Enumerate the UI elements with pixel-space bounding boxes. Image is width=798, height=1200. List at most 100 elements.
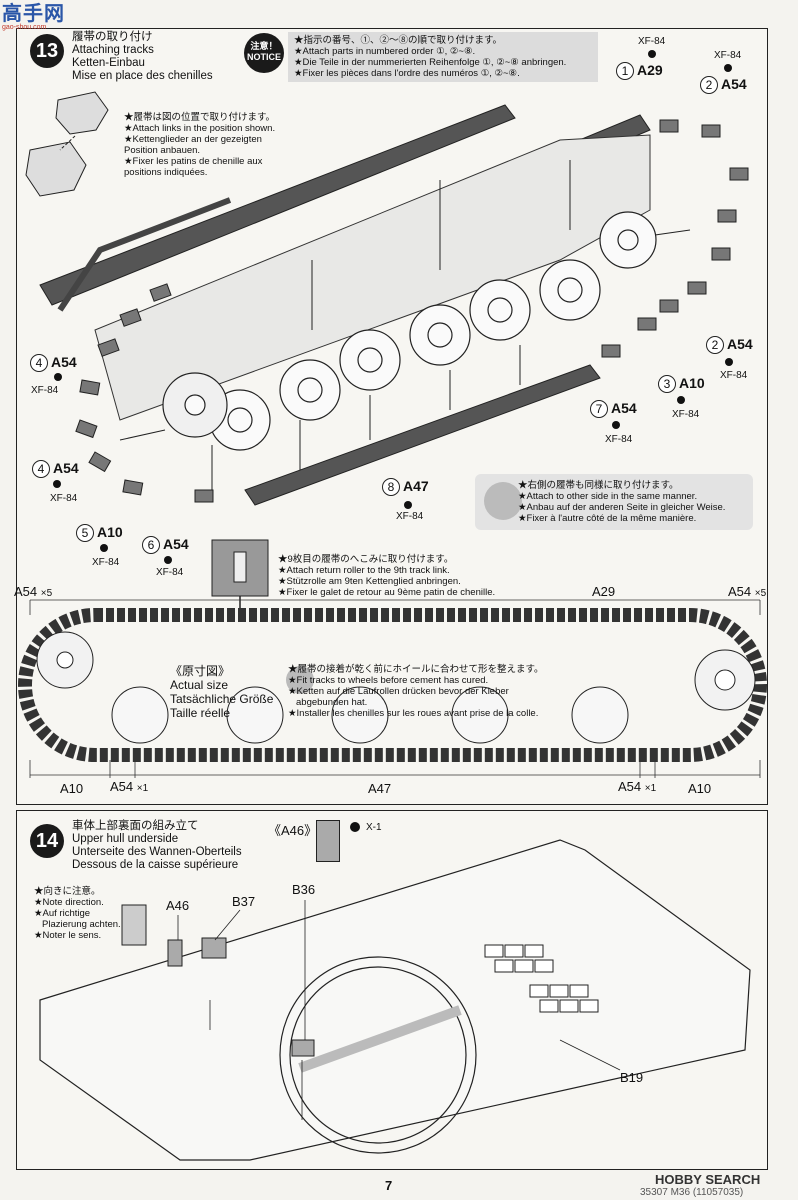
callout-2-paint: XF-84 — [720, 370, 748, 381]
paint-top-1: XF-84 — [638, 36, 666, 47]
hull-body-drawing — [94, 134, 651, 421]
note-line: ★Fixer les patins de chenille aux — [124, 156, 263, 167]
track-label-a10-left: A10 — [60, 781, 84, 796]
notice-line: ★指示の番号、①、②～⑧の順で取り付けます。 — [294, 35, 503, 46]
callout-3-paint: XF-84 — [672, 409, 700, 420]
note-line: ★Installer les chenilles sur les roues a… — [288, 708, 539, 719]
step14-title-en: Upper hull underside — [72, 833, 179, 845]
caption-line: Tatsächliche Größe — [170, 692, 274, 706]
footer-code: 35307 M36 (11057035) — [640, 1187, 744, 1198]
hatch-grid-drawing — [484, 944, 599, 1013]
note-line: ★Fixer le galet de retour au 9ème patin … — [278, 587, 496, 598]
track-dimension-lines — [29, 599, 761, 778]
step13-title: 履帯の取り付け Attaching tracks Ketten-Einbau M… — [72, 31, 213, 83]
track-link-detail-drawing — [25, 91, 109, 197]
step13-title-jp: 履帯の取り付け — [72, 31, 153, 43]
track-label-a29: A29 — [592, 584, 616, 599]
paint-top-2: XF-84 — [714, 50, 742, 61]
notice-box: ★指示の番号、①、②～⑧の順で取り付けます。 ★Attach parts in … — [288, 32, 598, 82]
note-line: Position anbauen. — [124, 145, 201, 156]
note-line: ★Attach return roller to the 9th track l… — [278, 565, 450, 576]
road-wheels-drawing — [162, 211, 657, 451]
fit-note-icon — [286, 666, 314, 694]
footer-watermark: HOBBY SEARCH — [655, 1172, 761, 1187]
a46-detail-drawing — [316, 820, 340, 862]
other-side-note: ★右側の履帯も同様に取り付けます。 ★Attach to other side … — [518, 480, 725, 524]
paint-drop-icons — [53, 50, 733, 564]
note-line: Plazierung achten. — [42, 919, 121, 930]
fit-tracks-note: ★履帯の接着が乾く前にホイールに合わせて形を整えます。 ★Fit tracks … — [288, 664, 544, 719]
notice-line: ★Attach parts in numbered order ①, ②~⑧. — [294, 46, 476, 57]
step13-number: 13 — [30, 34, 64, 68]
site-logo: 高手网 gao-shou.com — [2, 4, 72, 32]
track-label-a10-right: A10 — [688, 781, 712, 796]
step13-title-en: Attaching tracks — [72, 44, 154, 56]
step14-title-fr: Dessous de la caisse supérieure — [72, 859, 239, 871]
track-label-a54-left: A54 ×5 — [14, 584, 53, 599]
actual-size-track-drawing — [18, 608, 767, 762]
note-line: ★履帯の接着が乾く前にホイールに合わせて形を整えます。 — [288, 664, 544, 675]
site-logo-url: gao-shou.com — [2, 24, 47, 31]
note-line: ★右側の履帯も同様に取り付けます。 — [518, 480, 679, 491]
step13-title-fr: Mise en place des chenilles — [72, 70, 213, 82]
actual-size-caption: 《原寸図》 Actual size Tatsächliche Größe Tai… — [170, 664, 273, 720]
other-side-icon — [484, 482, 522, 520]
note-line: ★履帯は図の位置で取り付けます。 — [124, 112, 276, 123]
note-line: abgebunden hat. — [296, 697, 368, 708]
callout-5-paint: XF-84 — [92, 557, 120, 568]
part-label-a46: A46 — [166, 898, 190, 913]
part-label-b19: B19 — [620, 1070, 644, 1085]
step14-number: 14 — [30, 824, 64, 858]
track-label-a54-right: A54 ×5 — [728, 584, 767, 599]
track-label-a54-bottom-right: A54 ×1 — [618, 779, 657, 794]
note-line: positions indiquées. — [124, 167, 208, 178]
notice-line: ★Die Teile in der nummerierten Reihenfol… — [294, 57, 567, 68]
step14-leader-lines — [177, 900, 621, 1120]
callout-6-paint: XF-84 — [156, 567, 184, 578]
caption-line: Actual size — [170, 678, 229, 692]
loose-links-drawing — [75, 119, 749, 503]
note-line: ★Anbau auf der anderen Seite in gleicher… — [518, 502, 726, 513]
note-line: ★向きに注意。 — [34, 886, 101, 897]
callout-7-paint: XF-84 — [605, 434, 633, 445]
note-line: ★Attach to other side in the same manner… — [518, 491, 698, 502]
note-line: ★Note direction. — [34, 897, 104, 908]
link-position-note: ★履帯は図の位置で取り付けます。 ★Attach links in the po… — [124, 112, 275, 178]
callout-4-paint-upper: XF-84 — [31, 385, 59, 396]
small-parts-drawing — [121, 904, 315, 1057]
step14-title-jp: 車体上部裏面の組み立て — [72, 820, 199, 832]
track-label-a47: A47 — [368, 781, 392, 796]
paint-drop-icon-a46 — [350, 822, 360, 832]
caption-line: 《原寸図》 — [170, 664, 231, 678]
return-roller-detail-drawing — [211, 539, 269, 610]
notice-badge: 注意！ NOTICE — [244, 33, 284, 73]
note-line: ★Stützrolle am 9ten Kettenglied anbringe… — [278, 576, 461, 587]
track-label-a54-bottom-left: A54 ×1 — [110, 779, 149, 794]
note-line: ★Fixer à l'autre côté de la même manière… — [518, 513, 697, 524]
lower-track-drawing — [244, 364, 601, 506]
a46-paint: X-1 — [366, 822, 382, 833]
note-line: ★Kettenglieder an der gezeigten — [124, 134, 262, 145]
notice-line: ★Fixer les pièces dans l'ordre des numér… — [294, 68, 520, 79]
callout-4-paint-lower: XF-84 — [50, 493, 78, 504]
note-line: ★Noter le sens. — [34, 930, 102, 941]
step13-title-de: Ketten-Einbau — [72, 57, 145, 69]
note-line: ★Fit tracks to wheels before cement has … — [288, 675, 489, 686]
note-line: ★Auf richtige — [34, 908, 91, 919]
upper-hull-drawing — [39, 839, 751, 1161]
a46-detail-label: 《A46》 — [268, 823, 318, 838]
note-line: ★Attach links in the position shown. — [124, 123, 276, 134]
page-number: 7 — [385, 1178, 393, 1193]
